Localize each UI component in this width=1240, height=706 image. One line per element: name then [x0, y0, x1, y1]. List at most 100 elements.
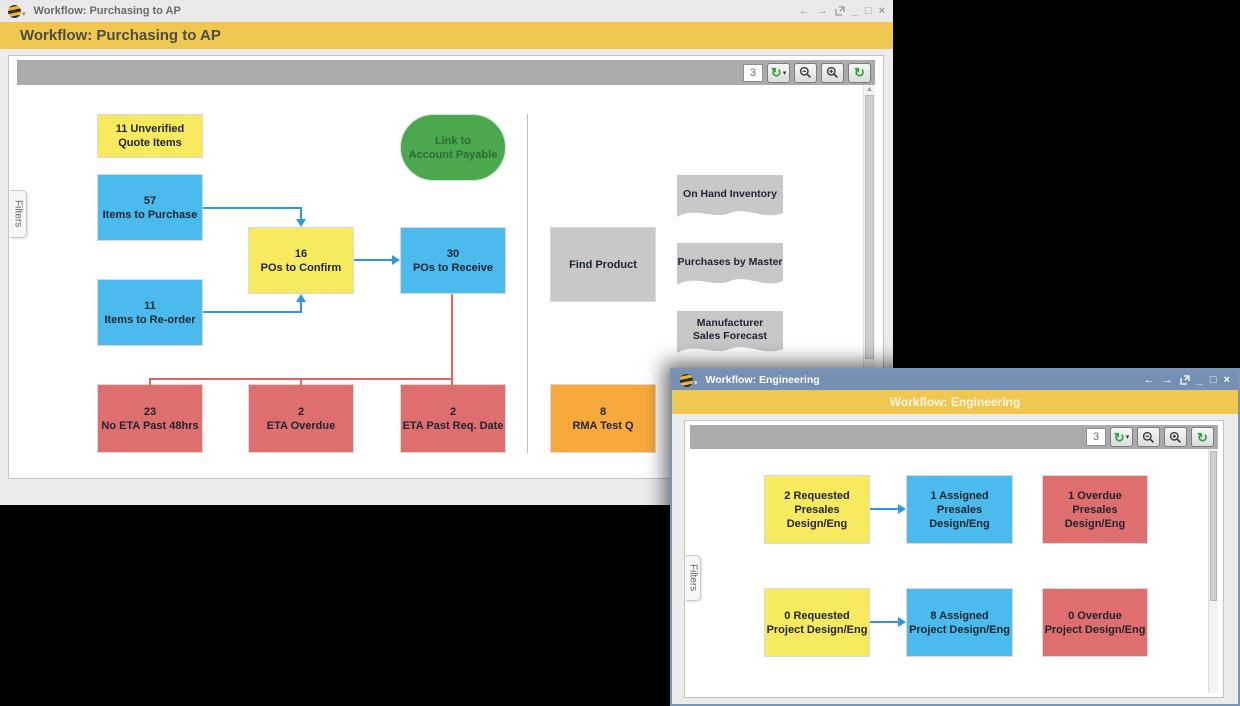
popout-icon[interactable]	[835, 6, 845, 16]
refresh-interval-input[interactable]: 3	[1086, 428, 1106, 446]
node-overdue-project[interactable]: 0 Overdue Project Design/Eng	[1042, 588, 1148, 657]
node-label: Presales Design/Eng	[929, 503, 990, 530]
refresh-button[interactable]: ↻	[1191, 427, 1214, 447]
page-title: Workflow: Purchasing to AP	[20, 27, 221, 44]
node-link-to-account-payable[interactable]: Link to Account Payable	[400, 114, 506, 181]
connector-line	[300, 207, 302, 220]
logo-caret-icon[interactable]: ▾	[694, 380, 698, 387]
flowchart-canvas[interactable]: 11 Unverified Quote Items 57 Items to Pu…	[17, 85, 875, 476]
connector-line	[870, 508, 899, 510]
window-title: Workflow: Engineering	[705, 374, 820, 386]
magnifier-minus-icon	[799, 66, 811, 78]
popout-icon[interactable]	[1180, 375, 1190, 385]
node-find-product[interactable]: Find Product	[550, 227, 656, 302]
connector-line-red	[451, 294, 453, 379]
node-value: 8	[599, 405, 607, 418]
node-manufacturer-sales-forecast[interactable]: Manufacturer Sales Forecast	[677, 311, 783, 357]
node-value: 1 Overdue	[1068, 489, 1122, 502]
connector-line	[203, 207, 301, 209]
forward-button[interactable]: →	[1161, 374, 1173, 386]
node-value: 57	[143, 194, 157, 207]
node-value: Link to	[434, 134, 472, 147]
node-assigned-project[interactable]: 8 Assigned Project Design/Eng	[906, 588, 1013, 657]
workflow-toolbar: 3 ↻▾ ↻	[690, 425, 1218, 449]
node-label: Presales Design/Eng	[1064, 503, 1126, 530]
scrollbar-thumb[interactable]	[865, 95, 874, 359]
zoom-out-button[interactable]	[1137, 427, 1160, 447]
minimize-button[interactable]: _	[851, 5, 858, 17]
document-shape	[677, 311, 783, 353]
node-on-hand-inventory[interactable]: On Hand Inventory	[677, 175, 783, 221]
minimize-button[interactable]: _	[1196, 374, 1203, 386]
node-items-to-purchase[interactable]: 57 Items to Purchase	[97, 174, 203, 241]
titlebar[interactable]: ▾ Workflow: Engineering ← → _ □ ×	[672, 370, 1238, 390]
refresh-button[interactable]: ↻	[848, 62, 871, 83]
flowchart-canvas[interactable]: 2 Requested Presales Design/Eng 1 Assign…	[690, 449, 1218, 693]
forward-button[interactable]: →	[816, 5, 828, 17]
refresh-interval-input[interactable]: 3	[743, 63, 763, 82]
node-unverified-quote-items[interactable]: 11 Unverified Quote Items	[97, 114, 203, 158]
back-button[interactable]: ←	[1143, 374, 1155, 386]
titlebar[interactable]: ▾ Workflow: Purchasing to AP ← → _ □ ×	[0, 0, 893, 22]
scrollbar-thumb[interactable]	[1210, 451, 1217, 601]
node-label: On Hand Inventory	[683, 187, 777, 200]
refresh-dropdown-button[interactable]: ↻▾	[767, 62, 790, 83]
node-assigned-presales[interactable]: 1 Assigned Presales Design/Eng	[906, 475, 1013, 544]
node-requested-presales[interactable]: 2 Requested Presales Design/Eng	[764, 475, 870, 544]
node-label: Sales Forecast	[692, 330, 768, 342]
node-items-to-reorder[interactable]: 11 Items to Re-order	[97, 279, 203, 346]
connector-line	[300, 301, 302, 313]
node-label: Manufacturer	[696, 317, 764, 329]
close-button[interactable]: ×	[1223, 374, 1230, 386]
node-pos-to-confirm[interactable]: 16 POs to Confirm	[248, 227, 354, 294]
node-value: 0 Overdue	[1068, 609, 1122, 622]
node-value: 8 Assigned	[930, 609, 989, 622]
connector-line	[354, 259, 393, 261]
node-requested-project[interactable]: 0 Requested Project Design/Eng	[764, 588, 870, 657]
node-label: Project Design/Eng	[766, 623, 868, 636]
node-eta-past-req-date[interactable]: 2 ETA Past Req. Date	[400, 384, 506, 453]
page-header: Workflow: Purchasing to AP	[0, 22, 893, 49]
node-label: Presales Design/Eng	[786, 503, 848, 530]
node-label: ETA Past Req. Date	[402, 419, 504, 432]
caret-down-icon: ▾	[1125, 434, 1130, 441]
refresh-dropdown-button[interactable]: ↻▾	[1110, 427, 1133, 447]
filters-tab-label: Filters	[687, 564, 699, 592]
node-value: 23	[143, 405, 157, 418]
maximize-button[interactable]: □	[1209, 374, 1217, 386]
node-overdue-presales[interactable]: 1 Overdue Presales Design/Eng	[1042, 475, 1148, 544]
node-label: No ETA Past 48hrs	[101, 419, 199, 432]
refresh-icon: ↻	[854, 65, 865, 80]
close-button[interactable]: ×	[878, 5, 885, 17]
arrowhead-right	[898, 504, 906, 514]
workflow-panel: 3 ↻▾ ↻ 11 Unverified Quote Items 57 Item…	[8, 55, 884, 479]
node-purchases-by-master[interactable]: Purchases by Master	[677, 243, 783, 289]
magnifier-minus-icon	[1142, 431, 1154, 443]
filters-tab[interactable]: Filters	[686, 555, 701, 601]
zoom-out-button[interactable]	[794, 62, 817, 83]
node-eta-overdue[interactable]: 2 ETA Overdue	[248, 384, 354, 453]
scroll-up-icon[interactable]: ▲	[866, 86, 873, 93]
back-button[interactable]: ←	[798, 5, 810, 17]
connector-line	[870, 621, 899, 623]
connector-line	[203, 311, 301, 313]
app-logo-icon	[8, 4, 21, 18]
maximize-button[interactable]: □	[864, 5, 872, 17]
node-label: ETA Overdue	[266, 419, 336, 432]
magnifier-plus-icon	[826, 66, 838, 78]
node-label: Project Design/Eng	[909, 623, 1010, 636]
logo-caret-icon[interactable]: ▾	[22, 11, 26, 18]
filters-tab[interactable]: Filters	[10, 190, 27, 238]
vertical-scrollbar[interactable]	[1208, 449, 1218, 693]
node-label: RMA Test Q	[572, 419, 634, 432]
node-rma-test-q[interactable]: 8 RMA Test Q	[550, 384, 656, 453]
page-header: Workflow: Engineering	[672, 390, 1238, 414]
zoom-in-button[interactable]	[1164, 427, 1187, 447]
zoom-in-button[interactable]	[821, 62, 844, 83]
node-label: Items to Purchase	[102, 208, 198, 221]
node-pos-to-receive[interactable]: 30 POs to Receive	[400, 227, 506, 294]
filters-tab-label: Filters	[12, 200, 24, 228]
section-divider	[527, 114, 528, 453]
window-title: Workflow: Purchasing to AP	[33, 5, 181, 17]
node-no-eta-past-48hrs[interactable]: 23 No ETA Past 48hrs	[97, 384, 203, 453]
